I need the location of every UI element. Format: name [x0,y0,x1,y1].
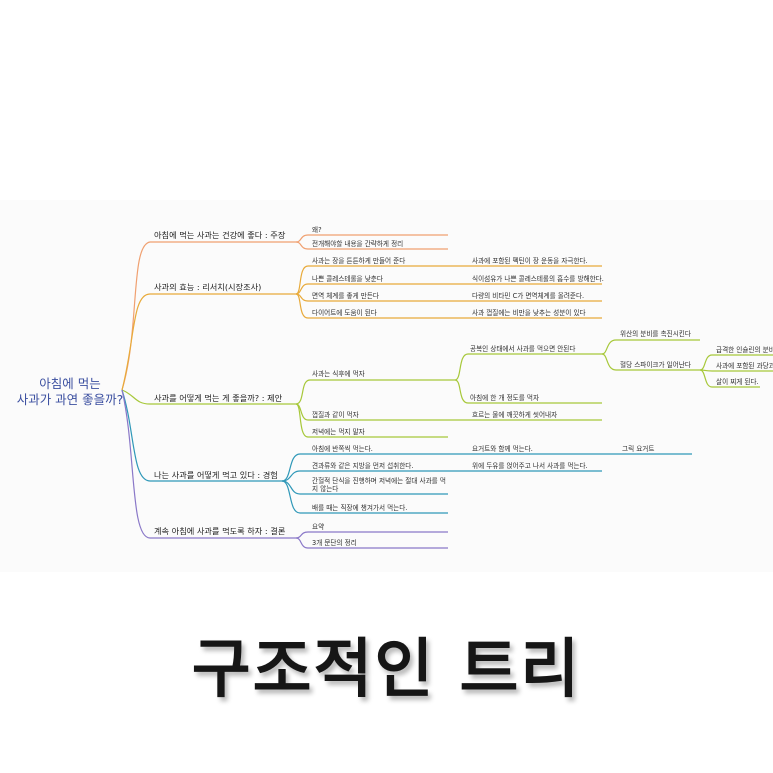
claim-item-why[interactable]: 왜? [312,226,322,234]
suggestion-with-peel[interactable]: 껍질과 같이 먹자 [312,411,359,419]
mind-map-area [0,200,773,572]
research-item-immune[interactable]: 면역 체계를 좋게 만든다 [312,292,379,300]
root-line-1: 아침에 먹는 [39,376,101,391]
experience-half-morning[interactable]: 아침에 반쪽씩 먹는다. [312,445,373,453]
branch-experience-title[interactable]: 나는 사과를 어떻게 먹고 있다 : 경험 [154,470,278,480]
suggestion-connectors [121,339,773,438]
spike-fructose[interactable]: 사과에 포함된 과당과 [716,362,773,370]
conclusion-connectors [121,389,448,549]
research-detail-peel[interactable]: 사과 껍질에는 비만을 낮추는 성분이 있다 [472,309,586,317]
suggestion-blood-sugar[interactable]: 혈당 스파이크가 일어난다 [620,361,691,369]
research-detail-vitamin-c[interactable]: 다량의 비타민 C가 면역체계를 올려준다. [472,292,585,300]
experience-soy-milk[interactable]: 위에 두유를 얹어주고 나서 사과를 먹는다. [472,462,588,470]
claim-item-summary[interactable]: 전개해야할 내용을 간략하게 정리 [312,240,404,248]
research-item-diet[interactable]: 다이어트에 도움이 된다 [312,309,377,317]
spike-insulin[interactable]: 급격한 인슐린의 분비 [716,346,773,354]
suggestion-wash[interactable]: 흐르는 물에 깨끗하게 씻어내자 [472,411,558,419]
research-connectors [121,265,602,391]
branch-research-title[interactable]: 사과의 효능 : 리서치(시장조사) [154,282,262,292]
suggestion-after-meal[interactable]: 사과는 식후에 먹자 [312,370,365,378]
spike-weight-gain[interactable]: 살이 찌게 된다. [716,378,759,386]
experience-nuts-first[interactable]: 견과류와 같은 지방을 먼저 섭취한다. [312,462,414,470]
research-item-gut[interactable]: 사과는 장을 튼튼하게 만들어 준다 [312,257,406,265]
branch-claim-title[interactable]: 아침에 먹는 사과는 건강에 좋다 : 주장 [154,230,286,240]
research-detail-pectin[interactable]: 사과에 포함된 펙틴이 장 운동을 자극한다. [472,257,588,265]
conclusion-three-paragraphs[interactable]: 3개 문단의 정리 [312,539,357,547]
research-detail-fiber[interactable]: 식이섬유가 나쁜 콜레스테롤의 흡수를 방해한다. [472,275,604,283]
suggestion-stomach-acid[interactable]: 위산의 분비를 촉진시킨다 [620,330,691,338]
branch-suggestion-title[interactable]: 사과를 어떻게 먹는 게 좋을까? : 제안 [154,393,283,403]
experience-greek-yogurt[interactable]: 그릭 요거트 [622,445,655,453]
experience-fasting[interactable]: 간헐적 단식을 진행하며 저녁에는 절대 사과를 먹지 않는다 [312,477,446,493]
suggestion-one-morning[interactable]: 아침에 한 개 정도를 먹자 [470,394,540,402]
experience-work[interactable]: 배를 때는 직장에 챙겨가서 먹는다. [312,504,408,512]
root-topic[interactable]: 아침에 먹는 사과가 과연 좋을까? [14,376,126,408]
suggestion-empty-stomach[interactable]: 공복인 상태에서 사과를 먹으면 안된다 [470,345,576,353]
root-line-2: 사과가 과연 좋을까? [16,392,124,407]
caption-title: 구조적인 트리 [191,633,582,707]
conclusion-summary[interactable]: 요약 [312,523,325,531]
suggestion-not-evening[interactable]: 저녁에는 먹지 말자 [312,428,365,436]
research-item-cholesterol[interactable]: 나쁜 콜레스테롤을 낮춘다 [312,275,383,283]
experience-connectors [121,389,692,514]
branch-conclusion-title[interactable]: 계속 아침에 사과를 먹도록 하자 : 결론 [154,526,286,536]
experience-with-yogurt[interactable]: 요거트와 함께 먹는다. [472,445,533,453]
